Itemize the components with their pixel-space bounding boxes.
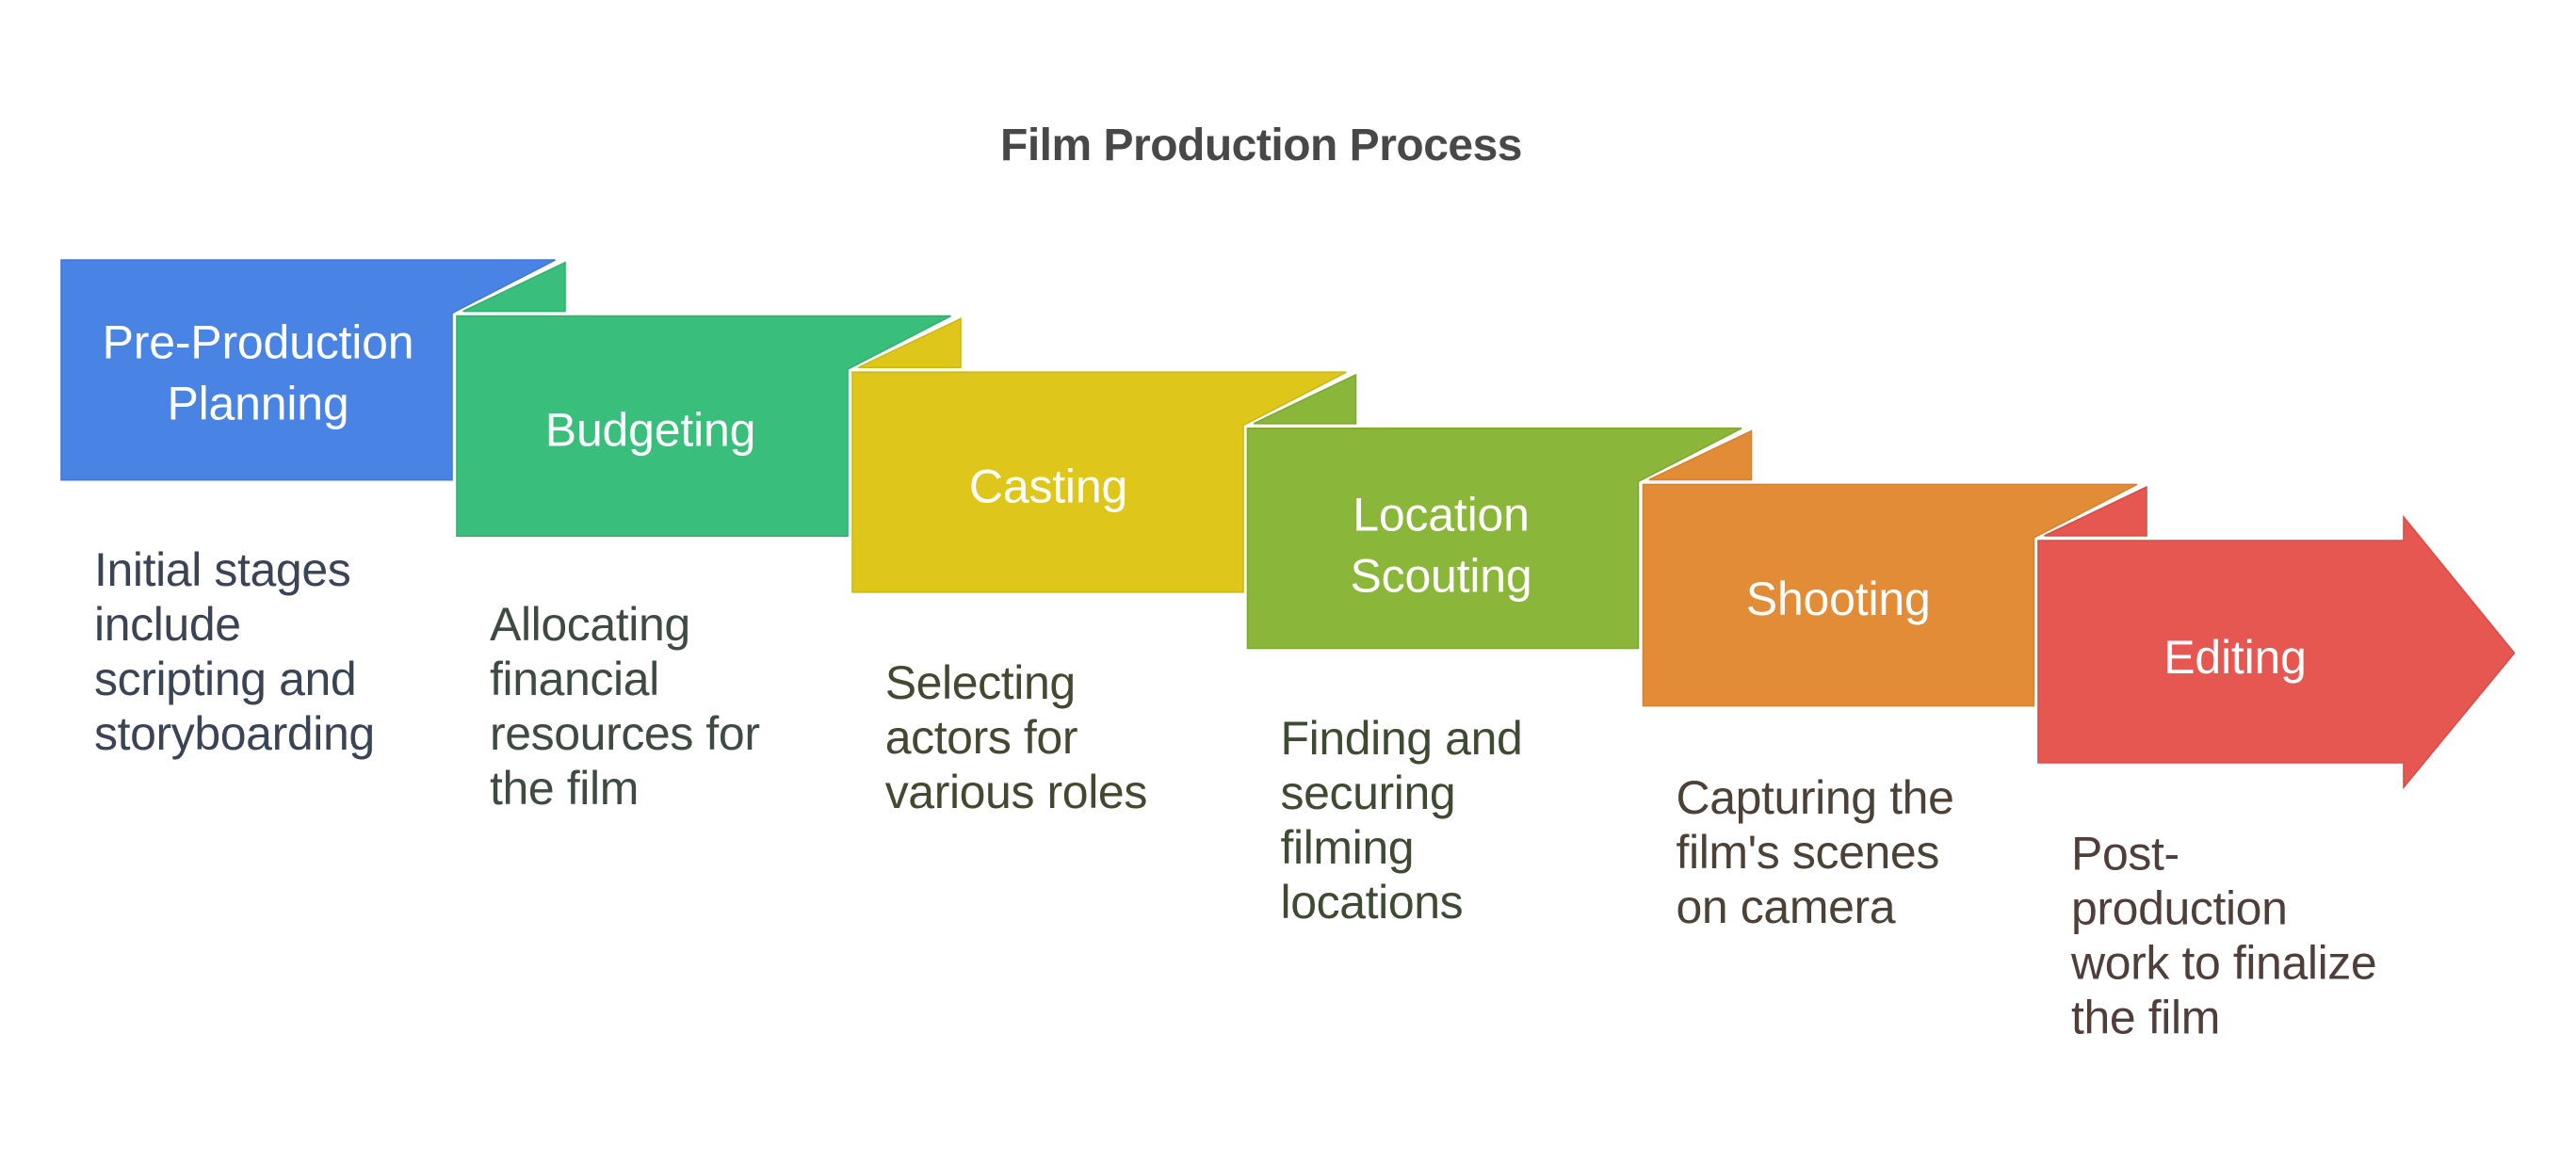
svg-text:Initial stages: Initial stages	[94, 543, 350, 596]
svg-text:on camera: on camera	[1677, 880, 1896, 933]
svg-text:Scouting: Scouting	[1351, 550, 1532, 603]
svg-text:Selecting: Selecting	[885, 656, 1076, 709]
svg-text:Film Production Process: Film Production Process	[1000, 121, 1522, 170]
svg-text:locations: locations	[1281, 876, 1464, 929]
svg-text:financial: financial	[490, 653, 659, 705]
svg-text:actors for: actors for	[885, 711, 1077, 764]
svg-text:Post-: Post-	[2071, 828, 2179, 880]
svg-text:Capturing the: Capturing the	[1677, 771, 1954, 824]
svg-text:film's scenes: film's scenes	[1677, 826, 1939, 879]
svg-text:Planning: Planning	[167, 378, 348, 430]
svg-text:filming: filming	[1281, 821, 1415, 874]
svg-text:scripting and: scripting and	[94, 653, 356, 705]
svg-text:the film: the film	[2071, 992, 2220, 1044]
svg-text:securing: securing	[1281, 767, 1456, 819]
svg-text:Allocating: Allocating	[490, 598, 690, 651]
svg-text:storyboarding: storyboarding	[94, 707, 375, 760]
svg-text:work to finalize: work to finalize	[2070, 937, 2376, 990]
svg-text:Finding and: Finding and	[1281, 712, 1523, 765]
svg-text:Shooting: Shooting	[1746, 573, 1931, 625]
svg-text:Budgeting: Budgeting	[545, 404, 755, 457]
svg-text:Pre-Production: Pre-Production	[103, 316, 414, 369]
svg-text:Casting: Casting	[969, 460, 1127, 513]
svg-text:include: include	[94, 598, 241, 651]
svg-text:production: production	[2071, 882, 2288, 935]
svg-text:Editing: Editing	[2163, 631, 2306, 684]
svg-text:resources for: resources for	[490, 707, 760, 760]
svg-text:various roles: various roles	[885, 766, 1147, 818]
svg-text:the film: the film	[490, 762, 639, 815]
svg-text:Location: Location	[1353, 489, 1529, 541]
